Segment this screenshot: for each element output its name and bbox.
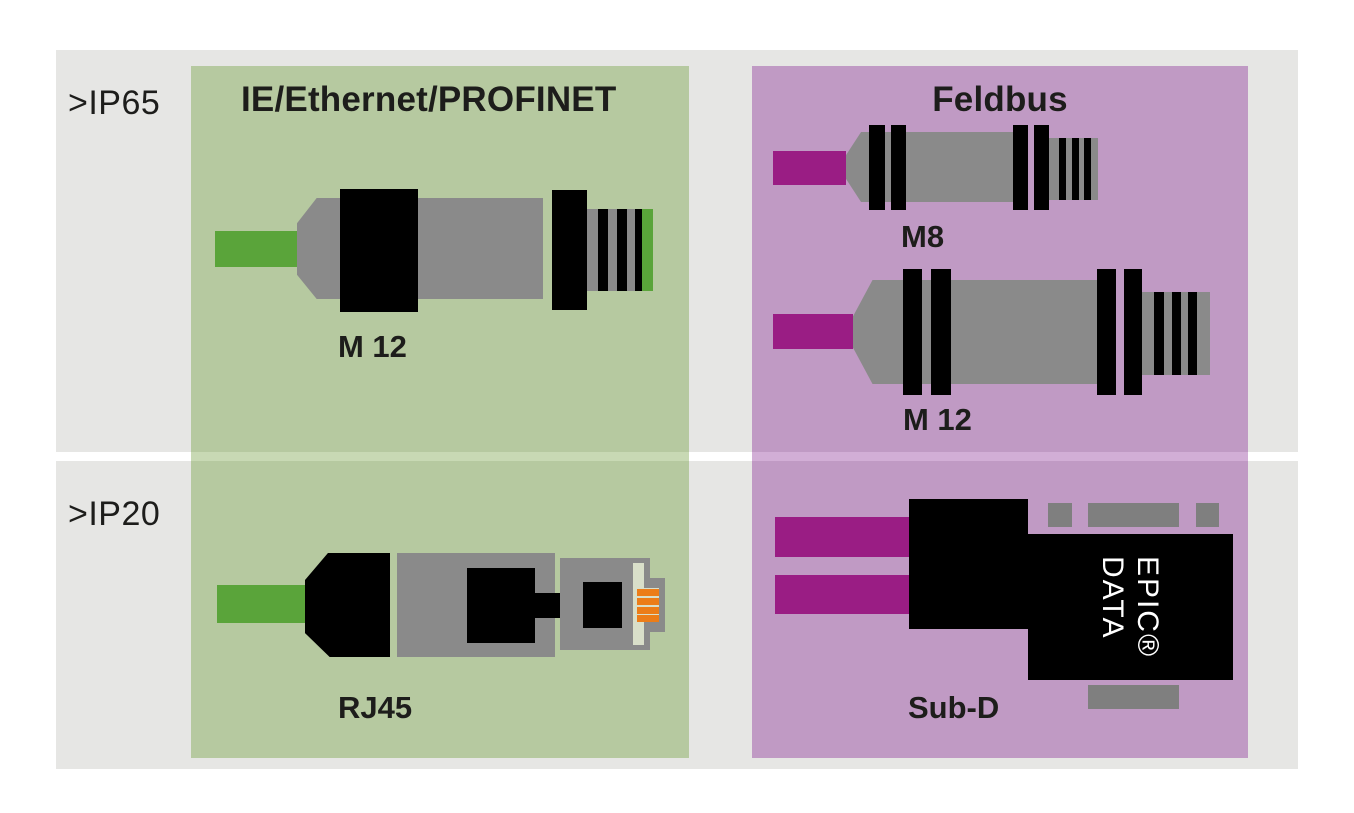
- subd-screw-block: [1048, 503, 1072, 527]
- m8-cable: [773, 151, 846, 185]
- thread-stripe: [1188, 292, 1197, 375]
- brand-line-epic: EPIC®: [1131, 555, 1165, 659]
- subd-flange-top: [1088, 503, 1179, 527]
- m12-ethernet-body: [297, 198, 543, 299]
- m12-ethernet-end-cap: [642, 209, 653, 291]
- thread-stripe: [1059, 138, 1066, 200]
- rj45-nose-lower: [644, 632, 650, 645]
- rj45-label: RJ45: [338, 690, 413, 725]
- rj45-pin-contact: [637, 607, 659, 614]
- rj45-nose-top: [633, 558, 650, 563]
- m12-ethernet-ring: [552, 190, 587, 310]
- protection-label-ip65: >IP65: [68, 84, 161, 122]
- m12-ethernet-cable: [215, 231, 297, 267]
- thread-stripe: [1172, 292, 1181, 375]
- rj45-nose-upper: [644, 563, 650, 578]
- m8-ring: [1034, 125, 1049, 210]
- thread-stripe: [598, 209, 608, 291]
- m12-feldbus-ring: [1097, 269, 1116, 395]
- thread-stripe: [1072, 138, 1079, 200]
- thread-stripe: [1154, 292, 1164, 375]
- subd-cable-top: [775, 517, 909, 557]
- subd-cable-bottom: [775, 575, 909, 614]
- m12-feldbus-body: [853, 280, 1097, 384]
- m12-feldbus-ring: [1124, 269, 1142, 395]
- thread-stripe: [1084, 138, 1091, 200]
- m12-feldbus-ring: [903, 269, 922, 395]
- m12-feldbus-ring: [931, 269, 951, 395]
- rj45-plug-block: [583, 582, 622, 628]
- subd-brand-box: EPIC® DATA: [1028, 534, 1233, 680]
- subd-label: Sub-D: [908, 690, 1000, 725]
- m12-ethernet-thread: [587, 209, 642, 291]
- m8-ring: [1013, 125, 1028, 210]
- column-title-ethernet: IE/Ethernet/PROFINET: [241, 80, 617, 119]
- m12-feldbus-label: M 12: [903, 402, 972, 437]
- rj45-nose-step-bottom: [644, 622, 665, 632]
- subd-screw-block: [1196, 503, 1219, 527]
- m8-ring: [869, 125, 885, 210]
- protection-label-ip20: >IP20: [68, 495, 161, 533]
- brand-line-data: DATA: [1096, 555, 1130, 640]
- thread-stripe: [635, 209, 642, 291]
- rj45-nose-step-top: [644, 578, 665, 588]
- rj45-housing-block: [467, 568, 535, 643]
- feldbus-panel-divider: [752, 452, 1248, 461]
- rj45-nose-bottom: [633, 645, 650, 650]
- thread-stripe: [617, 209, 627, 291]
- subd-hood: [909, 499, 1028, 629]
- epic-data-brand: EPIC® DATA: [1096, 556, 1166, 658]
- subd-flange-bottom: [1088, 685, 1179, 709]
- column-title-feldbus: Feldbus: [932, 80, 1068, 119]
- ethernet-panel-divider: [191, 452, 689, 461]
- rj45-pin-contact: [637, 598, 659, 605]
- m8-ring: [891, 125, 906, 210]
- m12-ethernet-label: M 12: [338, 329, 407, 364]
- m12-feldbus-cable: [773, 314, 853, 349]
- rj45-pin-contact: [637, 615, 659, 622]
- rj45-pin-contact: [637, 589, 659, 596]
- m12-ethernet-locknut: [340, 189, 418, 312]
- subd-housing: [1028, 534, 1233, 680]
- rj45-nose-edge: [659, 588, 665, 622]
- feldbus-panel-top: [752, 66, 1248, 452]
- m8-label: M8: [901, 219, 945, 254]
- rj45-boot: [305, 553, 390, 657]
- rj45-cable: [217, 585, 305, 623]
